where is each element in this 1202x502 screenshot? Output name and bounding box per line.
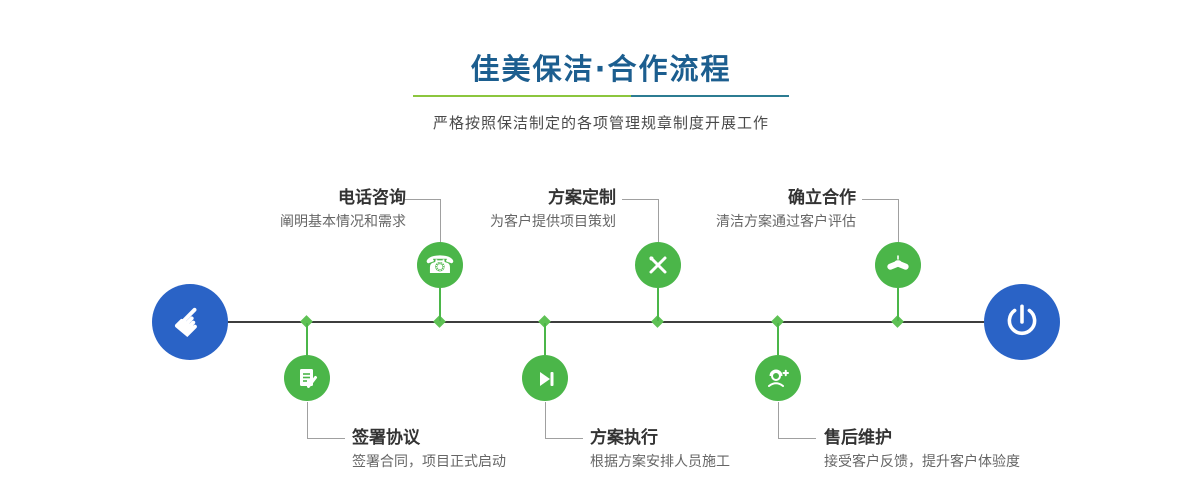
contract-icon <box>300 369 317 388</box>
title-divider <box>413 95 789 97</box>
divider-green-segment <box>413 95 632 97</box>
step-title: 方案定制 <box>548 188 616 208</box>
step-desc: 清洁方案通过客户评估 <box>716 214 856 230</box>
connector-line <box>440 199 441 242</box>
page-subtitle: 严格按照保洁制定的各项管理规章制度开展工作 <box>432 114 769 132</box>
timeline-line <box>190 321 1022 323</box>
step-label-phone: 电话咨询 阐明基本情况和需求 <box>146 188 406 231</box>
node-stem <box>777 323 779 355</box>
step-title: 电话咨询 <box>338 188 406 208</box>
step-title: 签署协议 <box>352 428 420 448</box>
connector-line <box>658 199 659 242</box>
step-desc: 签署合同，项目正式启动 <box>352 454 506 470</box>
step-label-support: 售后维护 接受客户反馈，提升客户体验度 <box>824 428 1084 471</box>
step-title: 方案执行 <box>590 428 658 448</box>
step-node-sign <box>284 355 330 401</box>
node-stem <box>897 288 899 321</box>
step-node-support <box>755 355 801 401</box>
step-label-cooperation: 确立合作 清洁方案通过客户评估 <box>596 188 856 231</box>
step-desc: 根据方案安排人员施工 <box>590 454 730 470</box>
node-stem <box>657 288 659 321</box>
step-title: 售后维护 <box>824 428 892 448</box>
start-node: ☛ <box>152 284 228 360</box>
connector-line <box>307 438 345 439</box>
step-node-cooperation <box>875 242 921 288</box>
play-forward-icon <box>540 372 554 386</box>
step-label-plan: 方案定制 为客户提供项目策划 <box>356 188 616 231</box>
connector-line <box>778 402 779 438</box>
power-icon <box>1007 304 1037 336</box>
connector-line <box>404 199 440 200</box>
node-stem <box>306 323 308 355</box>
connector-line <box>545 438 583 439</box>
phone-icon: ☎ <box>425 251 455 279</box>
pointing-hand-icon: ☛ <box>162 294 218 350</box>
connector-line <box>622 199 658 200</box>
step-node-execute <box>522 355 568 401</box>
connector-line <box>307 402 308 438</box>
step-label-sign: 签署协议 签署合同，项目正式启动 <box>352 428 612 471</box>
step-desc: 阐明基本情况和需求 <box>280 214 406 230</box>
end-node <box>984 284 1060 360</box>
step-desc: 接受客户反馈，提升客户体验度 <box>824 454 1020 470</box>
step-label-execute: 方案执行 根据方案安排人员施工 <box>590 428 850 471</box>
tools-icon <box>649 256 667 274</box>
connector-line <box>778 438 816 439</box>
node-stem <box>439 288 441 321</box>
page-title: 佳美保洁·合作流程 <box>470 52 732 86</box>
connector-line <box>545 402 546 438</box>
step-title: 确立合作 <box>788 188 856 208</box>
handshake-icon <box>887 255 909 270</box>
step-node-plan <box>635 242 681 288</box>
step-node-phone: ☎ <box>417 242 463 288</box>
connector-line <box>862 199 898 200</box>
step-desc: 为客户提供项目策划 <box>490 214 616 230</box>
connector-line <box>898 199 899 242</box>
divider-blue-segment <box>631 95 789 97</box>
headset-support-icon <box>768 369 789 387</box>
node-stem <box>544 323 546 355</box>
